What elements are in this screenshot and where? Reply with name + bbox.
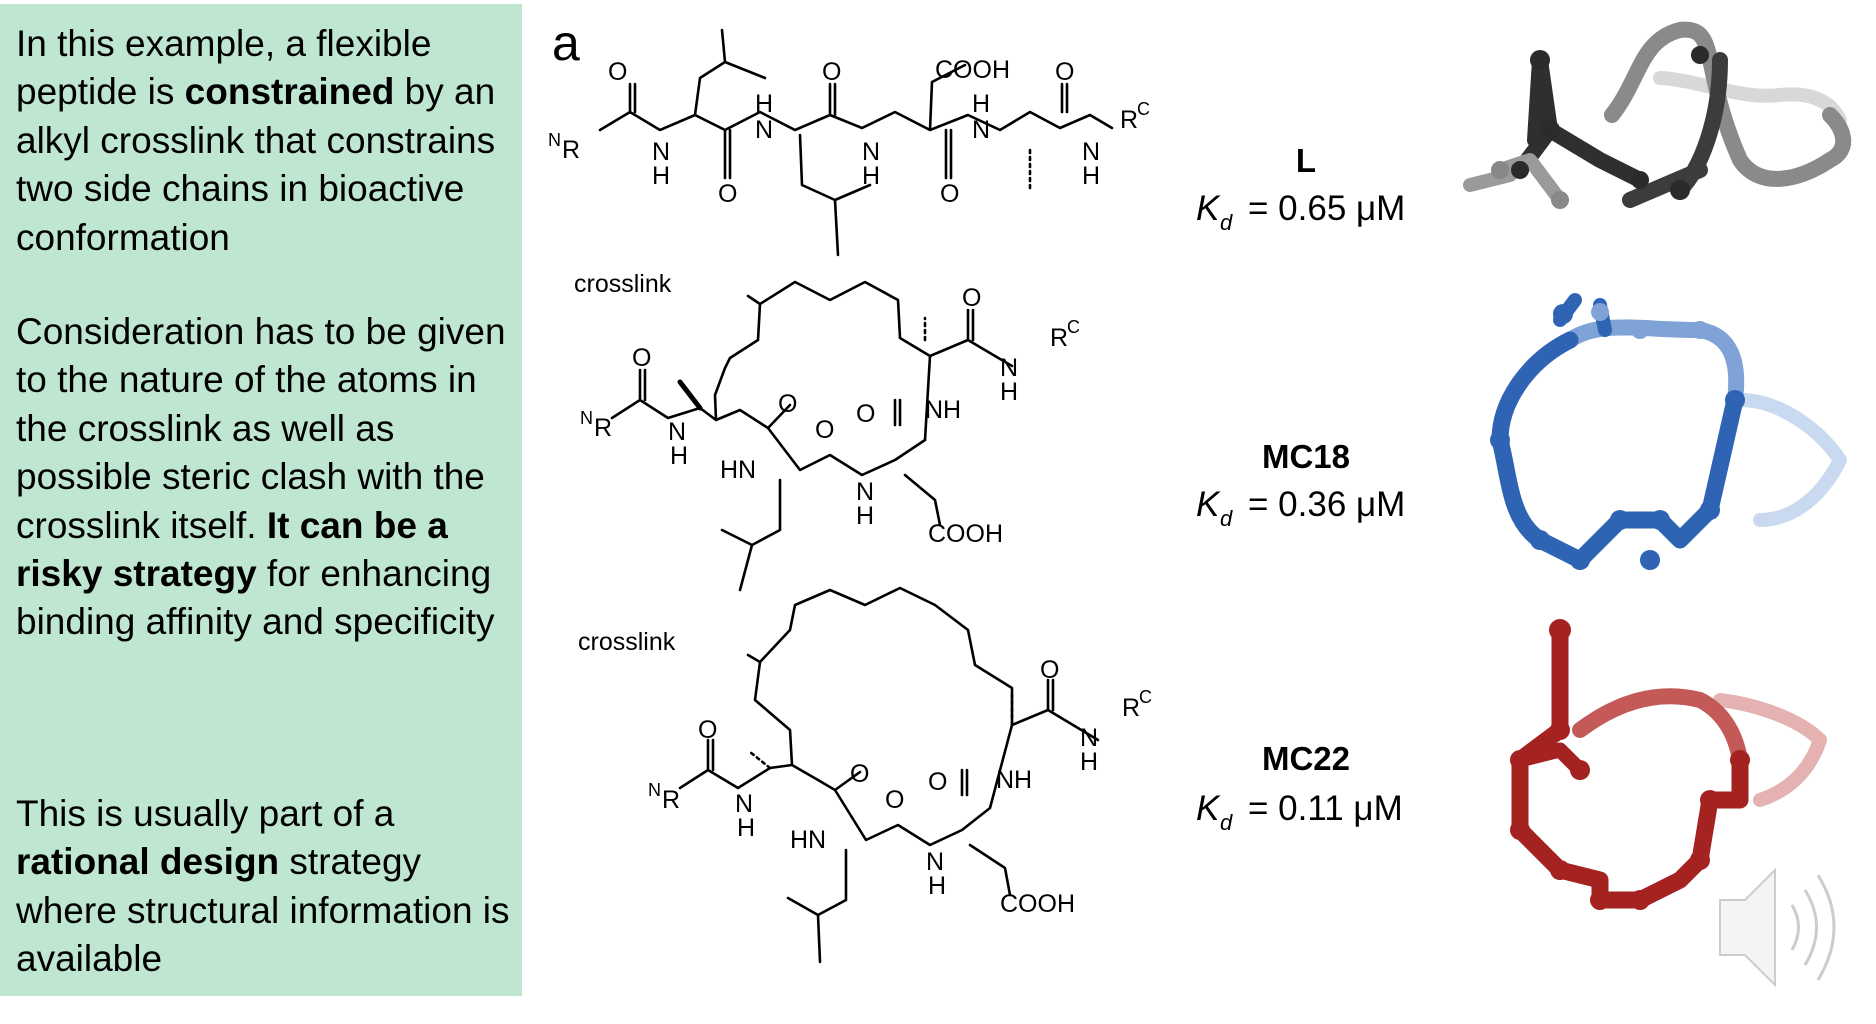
svg-text:O: O [778,390,797,418]
svg-text:O: O [1040,656,1059,684]
svg-text:H: H [1082,162,1100,190]
svg-text:COOH: COOH [928,520,1003,548]
svg-text:H: H [856,502,874,530]
svg-text:O: O [850,760,869,788]
svg-text:O: O [822,58,841,86]
svg-text:N: N [652,138,670,166]
svg-text:N: N [548,130,561,150]
text-panel: In this example, a flexible peptide is c… [0,4,522,996]
svg-text:C: C [1137,99,1150,119]
svg-text:MC22: MC22 [1262,740,1350,777]
label-mc22: MC22 K d = 0.11 μM [1196,740,1403,835]
structure-mc22: crosslink O R N N H O HN O O N H NH COOH… [578,586,1152,964]
model-mc18 [1490,293,1847,570]
svg-text:O: O [698,716,717,744]
svg-text:K: K [1196,789,1221,828]
label-mc18: MC18 K d = 0.36 μM [1196,438,1405,531]
svg-text:H: H [670,442,688,470]
svg-text:O: O [962,284,981,312]
svg-text:O: O [718,180,737,208]
svg-text:crosslink: crosslink [578,628,676,656]
svg-text:O: O [940,180,959,208]
svg-text:O: O [856,400,875,428]
svg-text:N: N [1000,354,1018,382]
svg-text:N: N [926,848,944,876]
svg-text:K: K [1196,485,1221,524]
peptide-figure: a O R N N H O H N O [548,15,1852,988]
svg-text:N: N [972,116,990,144]
svg-text:N: N [1082,138,1100,166]
svg-text:NH: NH [925,396,961,424]
svg-text:N: N [580,408,593,428]
svg-text:= 0.11 μM: = 0.11 μM [1248,789,1403,828]
svg-text:C: C [1139,687,1152,707]
svg-text:O: O [608,58,627,86]
speaker-icon[interactable] [1719,867,1836,988]
svg-text:N: N [856,478,874,506]
model-l [1463,21,1852,209]
paragraph-3: This is usually part of a rational desig… [16,793,510,980]
svg-text:d: d [1220,210,1233,235]
svg-text:HN: HN [790,826,826,854]
svg-text:H: H [652,162,670,190]
svg-text:N: N [668,418,686,446]
svg-text:K: K [1196,189,1221,228]
svg-text:H: H [928,872,946,900]
svg-text:crosslink: crosslink [574,270,672,298]
svg-text:R: R [662,786,680,814]
model-mc22 [1510,619,1827,910]
svg-text:N: N [1080,724,1098,752]
svg-text:N: N [648,780,661,800]
structure-mc18: crosslink O R N N H O HN O O N H NH COOH… [574,270,1080,592]
svg-text:H: H [862,162,880,190]
svg-text:R: R [594,414,612,442]
svg-text:O: O [928,768,947,796]
svg-text:d: d [1220,506,1233,531]
svg-text:d: d [1220,810,1233,835]
structure-linear-peptide: O R N N H O H N O N H O COOH H N O N H R… [548,28,1150,257]
svg-text:R: R [1120,106,1138,134]
svg-text:H: H [972,90,990,118]
svg-text:N: N [862,138,880,166]
svg-text:COOH: COOH [1000,890,1075,918]
svg-text:H: H [1080,748,1098,776]
svg-text:N: N [735,790,753,818]
svg-text:O: O [1055,58,1074,86]
label-l: L K d = 0.65 μM [1196,142,1405,235]
svg-text:R: R [1050,324,1068,352]
svg-text:H: H [755,90,773,118]
paragraph-2: Consideration has to be given to the nat… [16,311,506,643]
svg-text:= 0.36 μM: = 0.36 μM [1248,485,1405,524]
svg-text:O: O [632,344,651,372]
svg-text:COOH: COOH [935,56,1010,84]
svg-text:R: R [1122,694,1140,722]
svg-text:H: H [737,814,755,842]
svg-text:N: N [755,116,773,144]
svg-text:L: L [1296,142,1316,179]
svg-text:O: O [885,786,904,814]
svg-text:R: R [562,136,580,164]
svg-text:MC18: MC18 [1262,438,1350,475]
svg-text:H: H [1000,378,1018,406]
svg-text:= 0.65 μM: = 0.65 μM [1248,189,1405,228]
svg-text:HN: HN [720,456,756,484]
svg-text:O: O [815,416,834,444]
svg-text:C: C [1067,317,1080,337]
paragraph-1: In this example, a flexible peptide is c… [16,23,496,258]
svg-text:NH: NH [996,766,1032,794]
panel-letter: a [552,15,580,71]
